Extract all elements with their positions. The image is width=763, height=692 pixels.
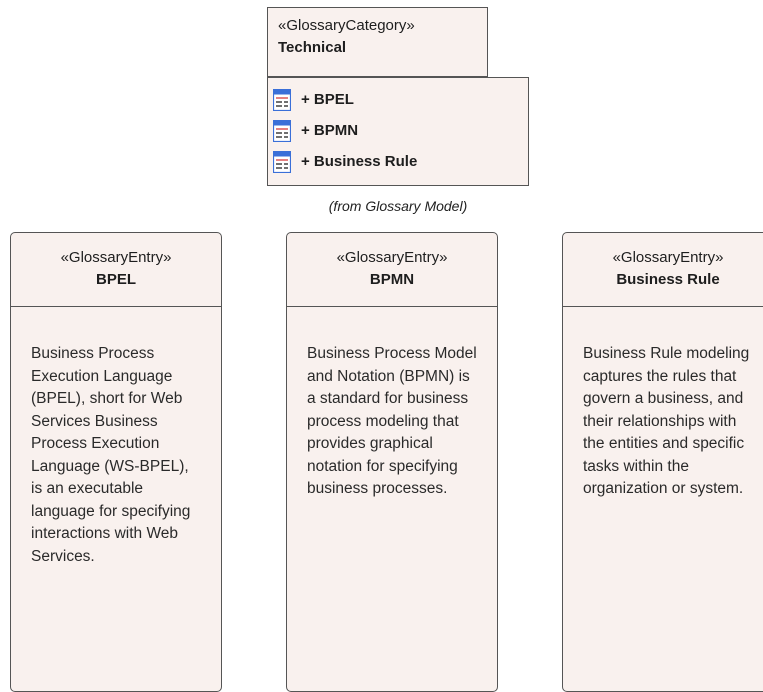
package-item-label: + BPEL bbox=[301, 91, 354, 108]
package-tab[interactable]: «GlossaryCategory» Technical bbox=[267, 7, 488, 77]
entry-name: Business Rule bbox=[616, 271, 720, 288]
entry-stereotype: «GlossaryEntry» bbox=[336, 249, 448, 266]
entry-header: «GlossaryEntry» Business Rule bbox=[563, 233, 763, 307]
package-name: Technical bbox=[278, 39, 347, 56]
from-package-note: (from Glossary Model) bbox=[328, 198, 468, 214]
entry-name: BPEL bbox=[95, 271, 136, 288]
glossary-entry-bpel[interactable]: «GlossaryEntry» BPEL Business Process Ex… bbox=[10, 232, 222, 692]
package-item-bpmn[interactable]: + BPMN bbox=[273, 115, 523, 146]
glossary-entry-icon bbox=[273, 150, 291, 173]
entry-header: «GlossaryEntry» BPMN bbox=[287, 233, 497, 307]
entry-description: Business Process Model and Notation (BPM… bbox=[307, 345, 477, 497]
entry-stereotype: «GlossaryEntry» bbox=[612, 249, 724, 266]
entry-header: «GlossaryEntry» BPEL bbox=[11, 233, 221, 307]
package-stereotype: «GlossaryCategory» bbox=[278, 17, 415, 34]
package-body[interactable]: + BPEL + BPMN + Business Rule bbox=[267, 77, 529, 186]
glossary-entry-business-rule[interactable]: «GlossaryEntry» Business Rule Business R… bbox=[562, 232, 763, 692]
entry-description: Business Rule modeling captures the rule… bbox=[583, 345, 750, 497]
glossary-entry-icon bbox=[273, 88, 291, 111]
package-item-label: + BPMN bbox=[301, 122, 359, 139]
entry-description: Business Process Execution Language (BPE… bbox=[31, 345, 191, 565]
entry-name: BPMN bbox=[369, 271, 415, 288]
package-item-bpel[interactable]: + BPEL bbox=[273, 84, 523, 115]
entry-stereotype: «GlossaryEntry» bbox=[60, 249, 172, 266]
package-item-business-rule[interactable]: + Business Rule bbox=[273, 146, 523, 177]
package-item-label: + Business Rule bbox=[301, 153, 418, 170]
glossary-entry-bpmn[interactable]: «GlossaryEntry» BPMN Business Process Mo… bbox=[286, 232, 498, 692]
glossary-entry-icon bbox=[273, 119, 291, 142]
